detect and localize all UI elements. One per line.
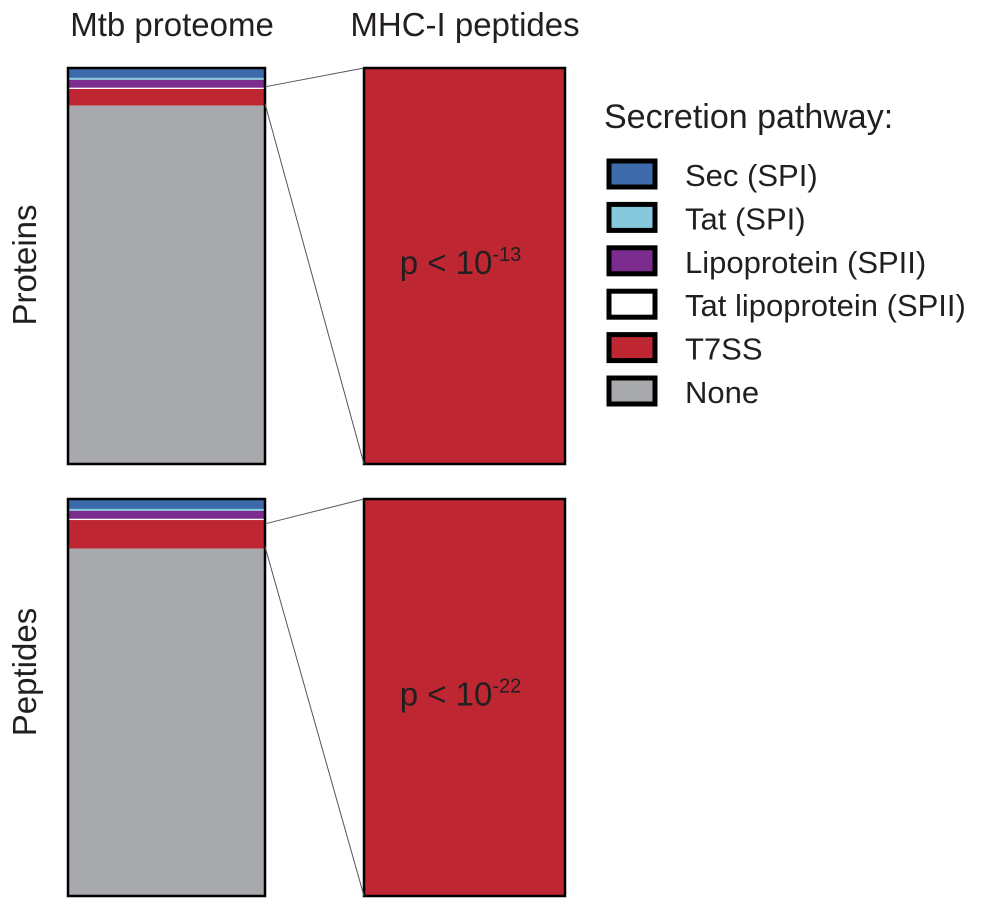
bar-segment-proteins-proteome-t7ss <box>68 88 265 106</box>
connector-line-bottom-peptides <box>264 546 365 897</box>
legend-label-t7ss: T7SS <box>685 332 763 367</box>
row-label-peptides: Peptides <box>6 608 43 736</box>
connector-line-top-proteins <box>264 67 365 88</box>
bar-segment-proteins-proteome-tat-lipoprotein-spii <box>68 87 265 89</box>
bar-segment-peptides-proteome-tat-spi <box>68 508 265 511</box>
bar-segment-proteins-proteome-sec-spi <box>68 68 265 78</box>
bar-segment-peptides-proteome-none <box>68 548 265 896</box>
column-label-mtb-proteome: Mtb proteome <box>70 6 274 43</box>
legend-label-lipoprotein-spii: Lipoprotein (SPII) <box>685 245 926 280</box>
legend-label-none: None <box>685 375 759 410</box>
bar-segment-proteins-proteome-tat-spi <box>68 77 265 80</box>
legend-label-tat-lipoprotein-spii: Tat lipoprotein (SPII) <box>685 288 966 323</box>
legend-swatch-sec-spi <box>606 158 658 190</box>
row-label-proteins: Proteins <box>6 204 43 325</box>
connector-line-bottom-proteins <box>264 103 365 465</box>
legend-swatch-none <box>606 375 658 407</box>
legend-swatch-lipoprotein-spii <box>606 245 658 277</box>
bar-segment-peptides-mhc-t7ss <box>364 499 565 896</box>
bar-segment-peptides-proteome-tat-lipoprotein-spii <box>68 518 265 521</box>
legend-label-tat-spi: Tat (SPI) <box>685 201 806 236</box>
legend-swatch-tat-lipoprotein-spii <box>606 288 658 320</box>
bar-segment-peptides-proteome-lipoprotein-spii <box>68 510 265 519</box>
connector-line-top-peptides <box>264 498 365 525</box>
legend-title: Secretion pathway: <box>604 98 893 136</box>
bar-segment-proteins-mhc-t7ss <box>364 68 565 464</box>
bar-segment-peptides-proteome-t7ss <box>68 520 265 549</box>
bar-segment-peptides-proteome-sec-spi <box>68 499 265 509</box>
legend-label-sec-spi: Sec (SPI) <box>685 158 818 193</box>
bar-segment-proteins-proteome-lipoprotein-spii <box>68 79 265 88</box>
p-value-annotation-peptides: p < 10-22 <box>400 675 522 712</box>
bar-segment-proteins-proteome-none <box>68 105 265 465</box>
bar-outline-peptides-mhc <box>362 497 567 898</box>
legend-swatch-t7ss <box>606 332 658 364</box>
legend-swatch-tat-spi <box>606 201 658 233</box>
p-value-annotation-proteins: p < 10-13 <box>400 244 522 281</box>
chart-panels: p < 10-13 p < 10-22 <box>66 66 567 898</box>
legend: Sec (SPI) Tat (SPI) Lipoprotein (SPII) Tat … <box>606 158 966 410</box>
bar-outline-proteins-mhc <box>362 66 567 466</box>
bar-outline-proteins-proteome <box>66 66 267 466</box>
column-label-mhc-i-peptides: MHC-I peptides <box>350 6 579 43</box>
bar-outline-peptides-proteome <box>66 497 267 898</box>
